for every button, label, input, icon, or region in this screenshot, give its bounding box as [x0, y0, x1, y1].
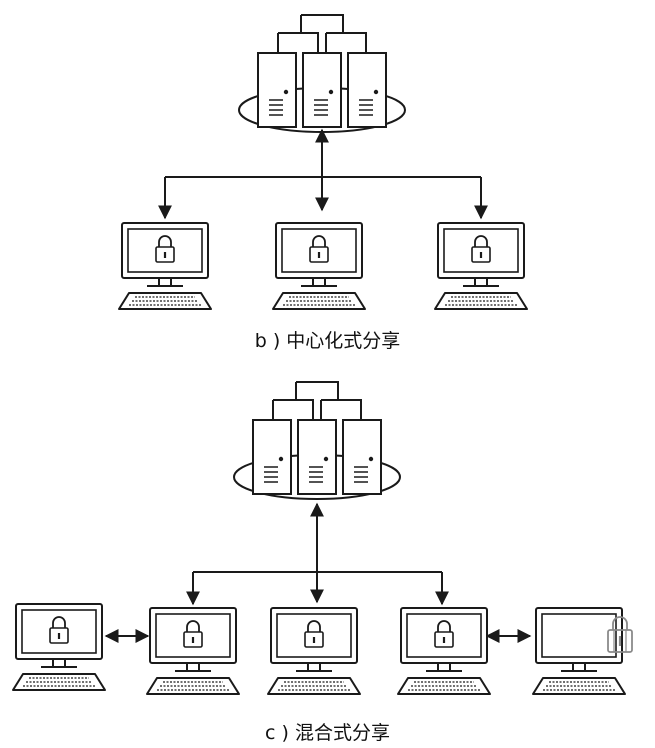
- lock-icon: [607, 616, 633, 653]
- caption-hybrid: c ) 混合式分享: [265, 722, 390, 744]
- computer-icon: [268, 608, 360, 694]
- computer-icon: [533, 608, 625, 694]
- caption-centralized: b ) 中心化式分享: [254, 330, 401, 352]
- computer-icon: [147, 608, 239, 694]
- server-cluster-top: [238, 14, 406, 133]
- connection-lines-top: [158, 128, 488, 220]
- connection-lines-bottom: [104, 502, 532, 643]
- computer-icon: [119, 223, 211, 309]
- server-cluster-bottom: [233, 381, 401, 500]
- computer-icon: [398, 608, 490, 694]
- computer-icon: [13, 604, 105, 690]
- computer-icon: [273, 223, 365, 309]
- computer-icon: [435, 223, 527, 309]
